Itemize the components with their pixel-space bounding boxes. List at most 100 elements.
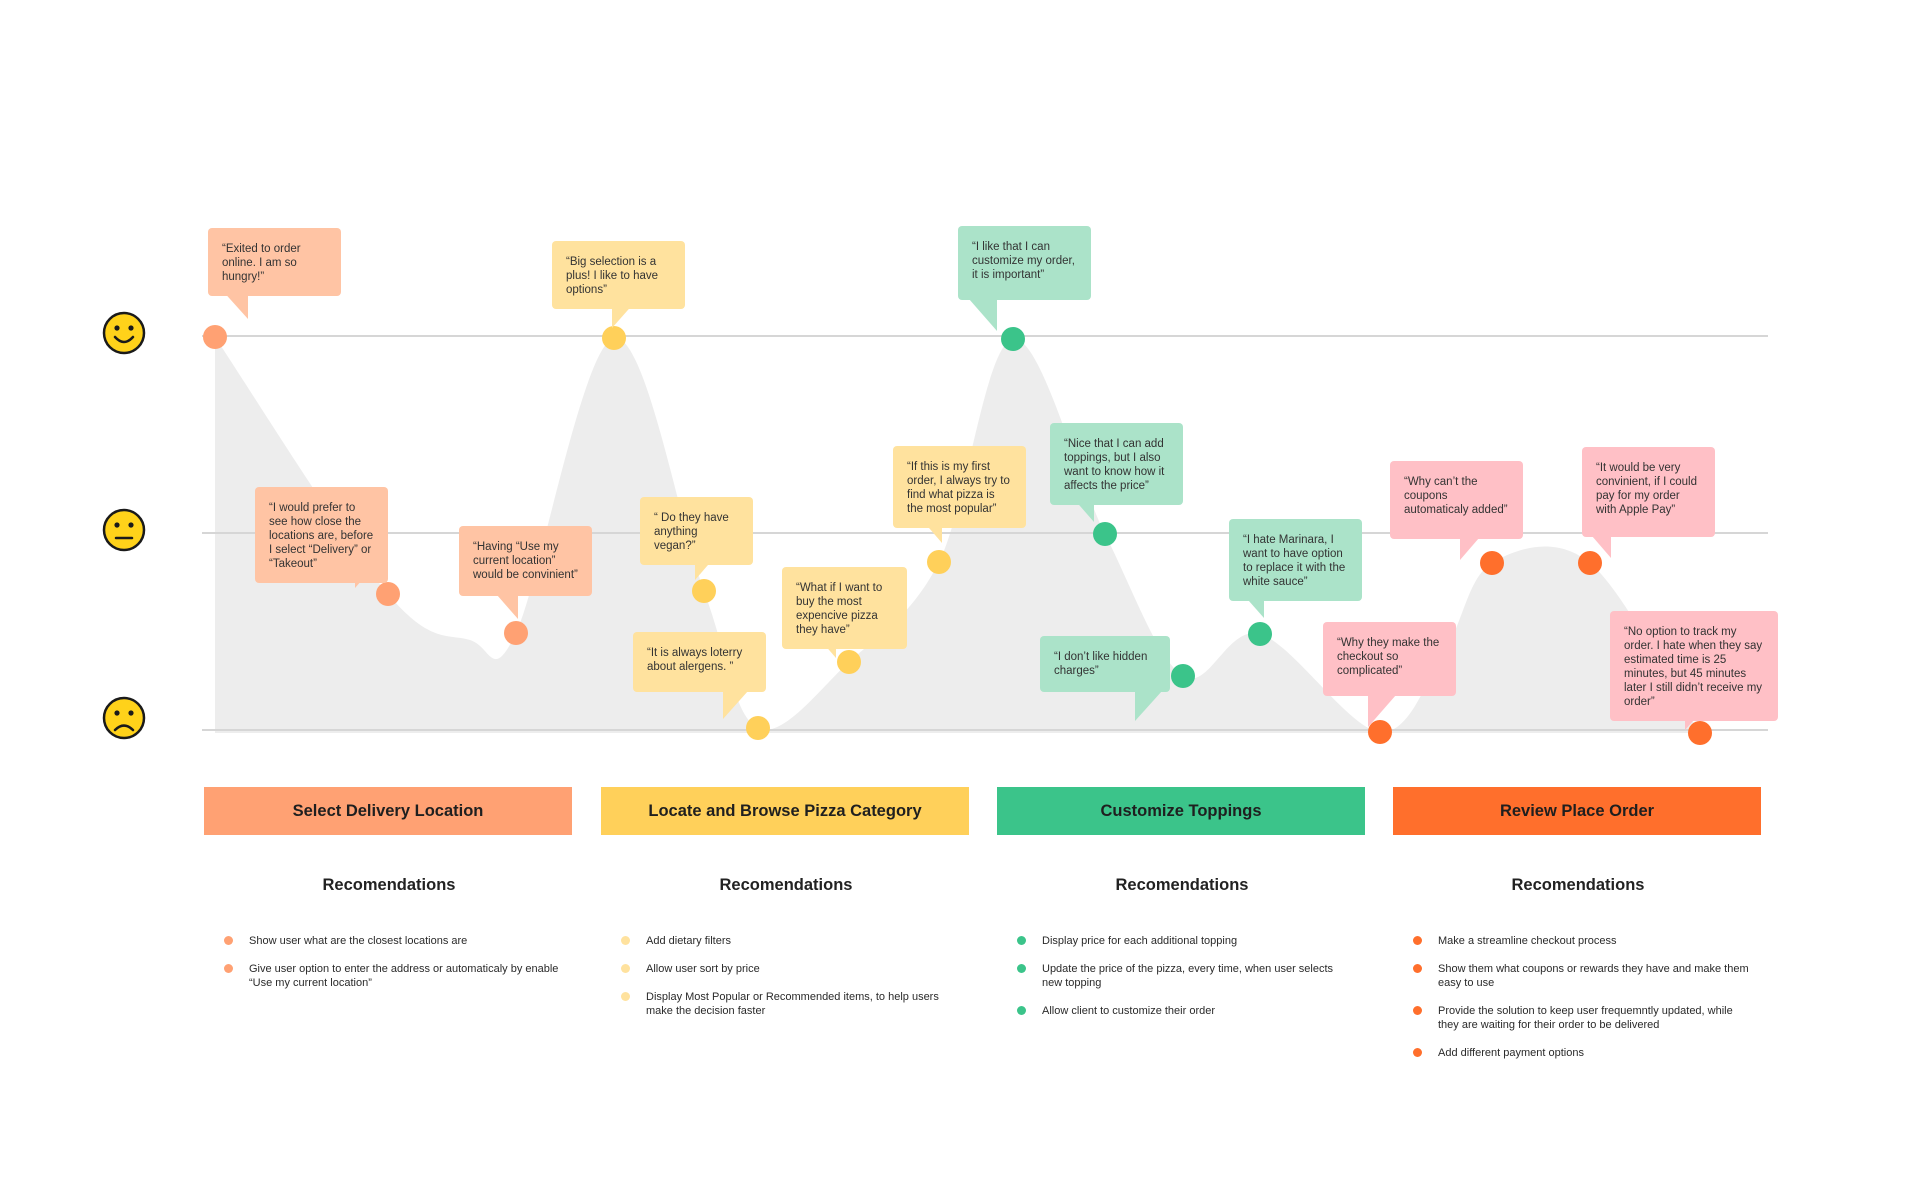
quote-text: “I would prefer to see how close the loc… (269, 502, 374, 570)
recommendation-text: Show them what coupons or rewards they h… (1438, 963, 1749, 989)
recommendation-item: Add different payment options (1413, 1046, 1751, 1060)
bubble-tail (1368, 695, 1396, 727)
bullet-dot-icon (621, 992, 630, 1001)
quote-text: “Having “Use my current location” would … (473, 541, 578, 581)
bullet-dot-icon (1413, 964, 1422, 973)
stage-bar-locate-and-browse: Locate and Browse Pizza Category (601, 787, 969, 835)
quote-bubble: “Why can’t the coupons automaticaly adde… (1390, 461, 1523, 560)
quote-text: “I like that I can customize my order, i… (972, 241, 1075, 281)
touchpoint-marker (1248, 622, 1272, 646)
sad-face-icon (102, 696, 146, 740)
touchpoint-marker (1001, 327, 1025, 351)
quote-bubble: “It is always loterry about alergens. ” (633, 632, 766, 719)
recommendation-item: Allow user sort by price (621, 962, 959, 976)
quote-text: “I don’t like hidden charges” (1054, 651, 1148, 677)
recommendation-text: Add dietary filters (646, 935, 731, 947)
touchpoint-marker (1093, 522, 1117, 546)
recommendation-item: Display Most Popular or Recommended item… (621, 990, 959, 1018)
bullet-dot-icon (1413, 936, 1422, 945)
bullet-dot-icon (1413, 1048, 1422, 1057)
bullet-dot-icon (224, 964, 233, 973)
recommendation-item: Show user what are the closest locations… (224, 934, 562, 948)
recommendation-text: Update the price of the pizza, every tim… (1042, 963, 1334, 989)
recommendation-text: Allow user sort by price (646, 963, 760, 975)
bullet-dot-icon (1413, 1006, 1422, 1015)
bullet-dot-icon (1017, 1006, 1026, 1015)
quote-bubble: “ Do they have anything vegan?” (640, 497, 753, 580)
quote-bubble: “What if I want to buy the most expenciv… (782, 567, 907, 658)
bubble-tail (1592, 536, 1612, 558)
bullet-dot-icon (621, 936, 630, 945)
bubble-tail (221, 289, 248, 319)
recommendation-item: Update the price of the pizza, every tim… (1017, 962, 1355, 990)
recommendation-text: Add different payment options (1438, 1047, 1584, 1059)
quote-text: “No option to track my order. I hate whe… (1624, 626, 1763, 708)
quote-bubble: “Why they make the checkout so complicat… (1323, 622, 1456, 727)
recommendation-text: Make a streamline checkout process (1438, 935, 1617, 947)
quote-text: “If this is my first order, I always try… (907, 461, 1010, 515)
quote-text: “ Do they have anything vegan?” (654, 512, 729, 552)
recommendation-item: Give user option to enter the address or… (224, 962, 562, 990)
quote-text: “Why can’t the coupons automaticaly adde… (1404, 476, 1508, 516)
quote-text: “What if I want to buy the most expenciv… (796, 582, 883, 636)
bubble-tail (1460, 538, 1479, 560)
recommendations-heading: Recomendations (1511, 876, 1645, 894)
recommendation-text: Display Most Popular or Recommended item… (646, 991, 939, 1017)
recommendations-list: Show user what are the closest locations… (224, 934, 562, 1004)
bubble-tail (817, 636, 837, 658)
quote-text: “I hate Marinara, I want to have option … (1243, 534, 1346, 588)
quote-bubble: “If this is my first order, I always try… (893, 446, 1026, 543)
recommendation-item: Provide the solution to keep user freque… (1413, 1004, 1751, 1032)
recommendation-text: Display price for each additional toppin… (1042, 935, 1238, 947)
bubble-tail (969, 299, 998, 331)
neutral-face-icon (102, 508, 146, 552)
quote-text: “Why they make the checkout so complicat… (1337, 637, 1440, 677)
recommendation-item: Display price for each additional toppin… (1017, 934, 1355, 948)
touchpoint-marker (376, 582, 400, 606)
quote-bubble: “I would prefer to see how close the loc… (255, 487, 388, 588)
touchpoint-marker (746, 716, 770, 740)
bubble-tail (695, 558, 714, 580)
quote-bubble: “Big selection is a plus! I like to have… (552, 241, 685, 328)
recommendation-text: Give user option to enter the address or… (249, 963, 559, 989)
recommendation-text: Allow client to customize their order (1042, 1005, 1216, 1017)
touchpoint-marker (504, 621, 528, 645)
quote-bubble: “It would be very convinient, if I could… (1582, 447, 1715, 558)
bullet-dot-icon (224, 936, 233, 945)
bullet-dot-icon (621, 964, 630, 973)
bubble-tail (1073, 498, 1095, 522)
bubble-tail (723, 691, 748, 719)
quote-bubble: “No option to track my order. I hate whe… (1610, 611, 1778, 730)
quote-bubble: “Exited to order online. I am so hungry!… (208, 228, 341, 319)
recommendation-text: Provide the solution to keep user freque… (1438, 1005, 1733, 1031)
quote-bubble: “Having “Use my current location” would … (459, 526, 592, 619)
touchpoint-marker (927, 550, 951, 574)
happy-face-icon (102, 311, 146, 355)
recommendations-list: Display price for each additional toppin… (1017, 934, 1355, 1032)
recommendation-item: Make a streamline checkout process (1413, 934, 1751, 948)
emotion-scale (102, 311, 146, 740)
bubble-tail (923, 521, 943, 543)
bullet-dot-icon (1017, 964, 1026, 973)
emotion-curve-area (215, 337, 1700, 733)
quote-bubble: “I don’t like hidden charges” (1040, 636, 1170, 721)
touchpoint-marker (1171, 664, 1195, 688)
recommendations-heading: Recomendations (322, 876, 456, 894)
recommendations-heading: Recomendations (1115, 876, 1249, 894)
quote-text: “Exited to order online. I am so hungry!… (222, 243, 301, 283)
touchpoint-marker (692, 579, 716, 603)
quote-text: “Big selection is a plus! I like to have… (566, 256, 659, 296)
stage-bar-select-delivery-location: Select Delivery Location (204, 787, 572, 835)
quote-text: “Nice that I can add toppings, but I als… (1064, 438, 1165, 492)
recommendation-text: Show user what are the closest locations… (249, 935, 468, 947)
bubble-tail (1135, 691, 1162, 721)
recommendation-item: Show them what coupons or rewards they h… (1413, 962, 1751, 990)
recommendation-item: Add dietary filters (621, 934, 959, 948)
recommendation-item: Allow client to customize their order (1017, 1004, 1355, 1018)
bullet-dot-icon (1017, 936, 1026, 945)
touchpoint-marker (1480, 551, 1504, 575)
quote-text: “It is always loterry about alergens. ” (647, 647, 743, 673)
touchpoint-marker (203, 325, 227, 349)
quote-bubble: “Nice that I can add toppings, but I als… (1050, 423, 1183, 522)
